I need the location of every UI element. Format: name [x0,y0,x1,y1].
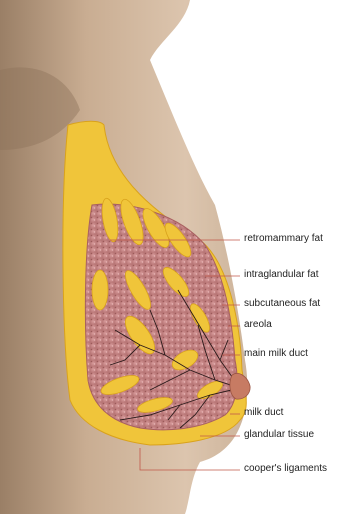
label-main-milk-duct: main milk duct [244,348,308,360]
label-coopers-ligaments: cooper's ligaments [244,463,327,475]
label-subcutaneous-fat: subcutaneous fat [244,298,320,310]
label-retromammary-fat: retromammary fat [244,233,323,245]
nipple-areola [230,373,250,399]
label-milk-duct: milk duct [244,407,283,419]
label-intraglandular-fat: intraglandular fat [244,269,319,281]
label-glandular-tissue: glandular tissue [244,429,314,441]
label-areola: areola [244,319,272,331]
